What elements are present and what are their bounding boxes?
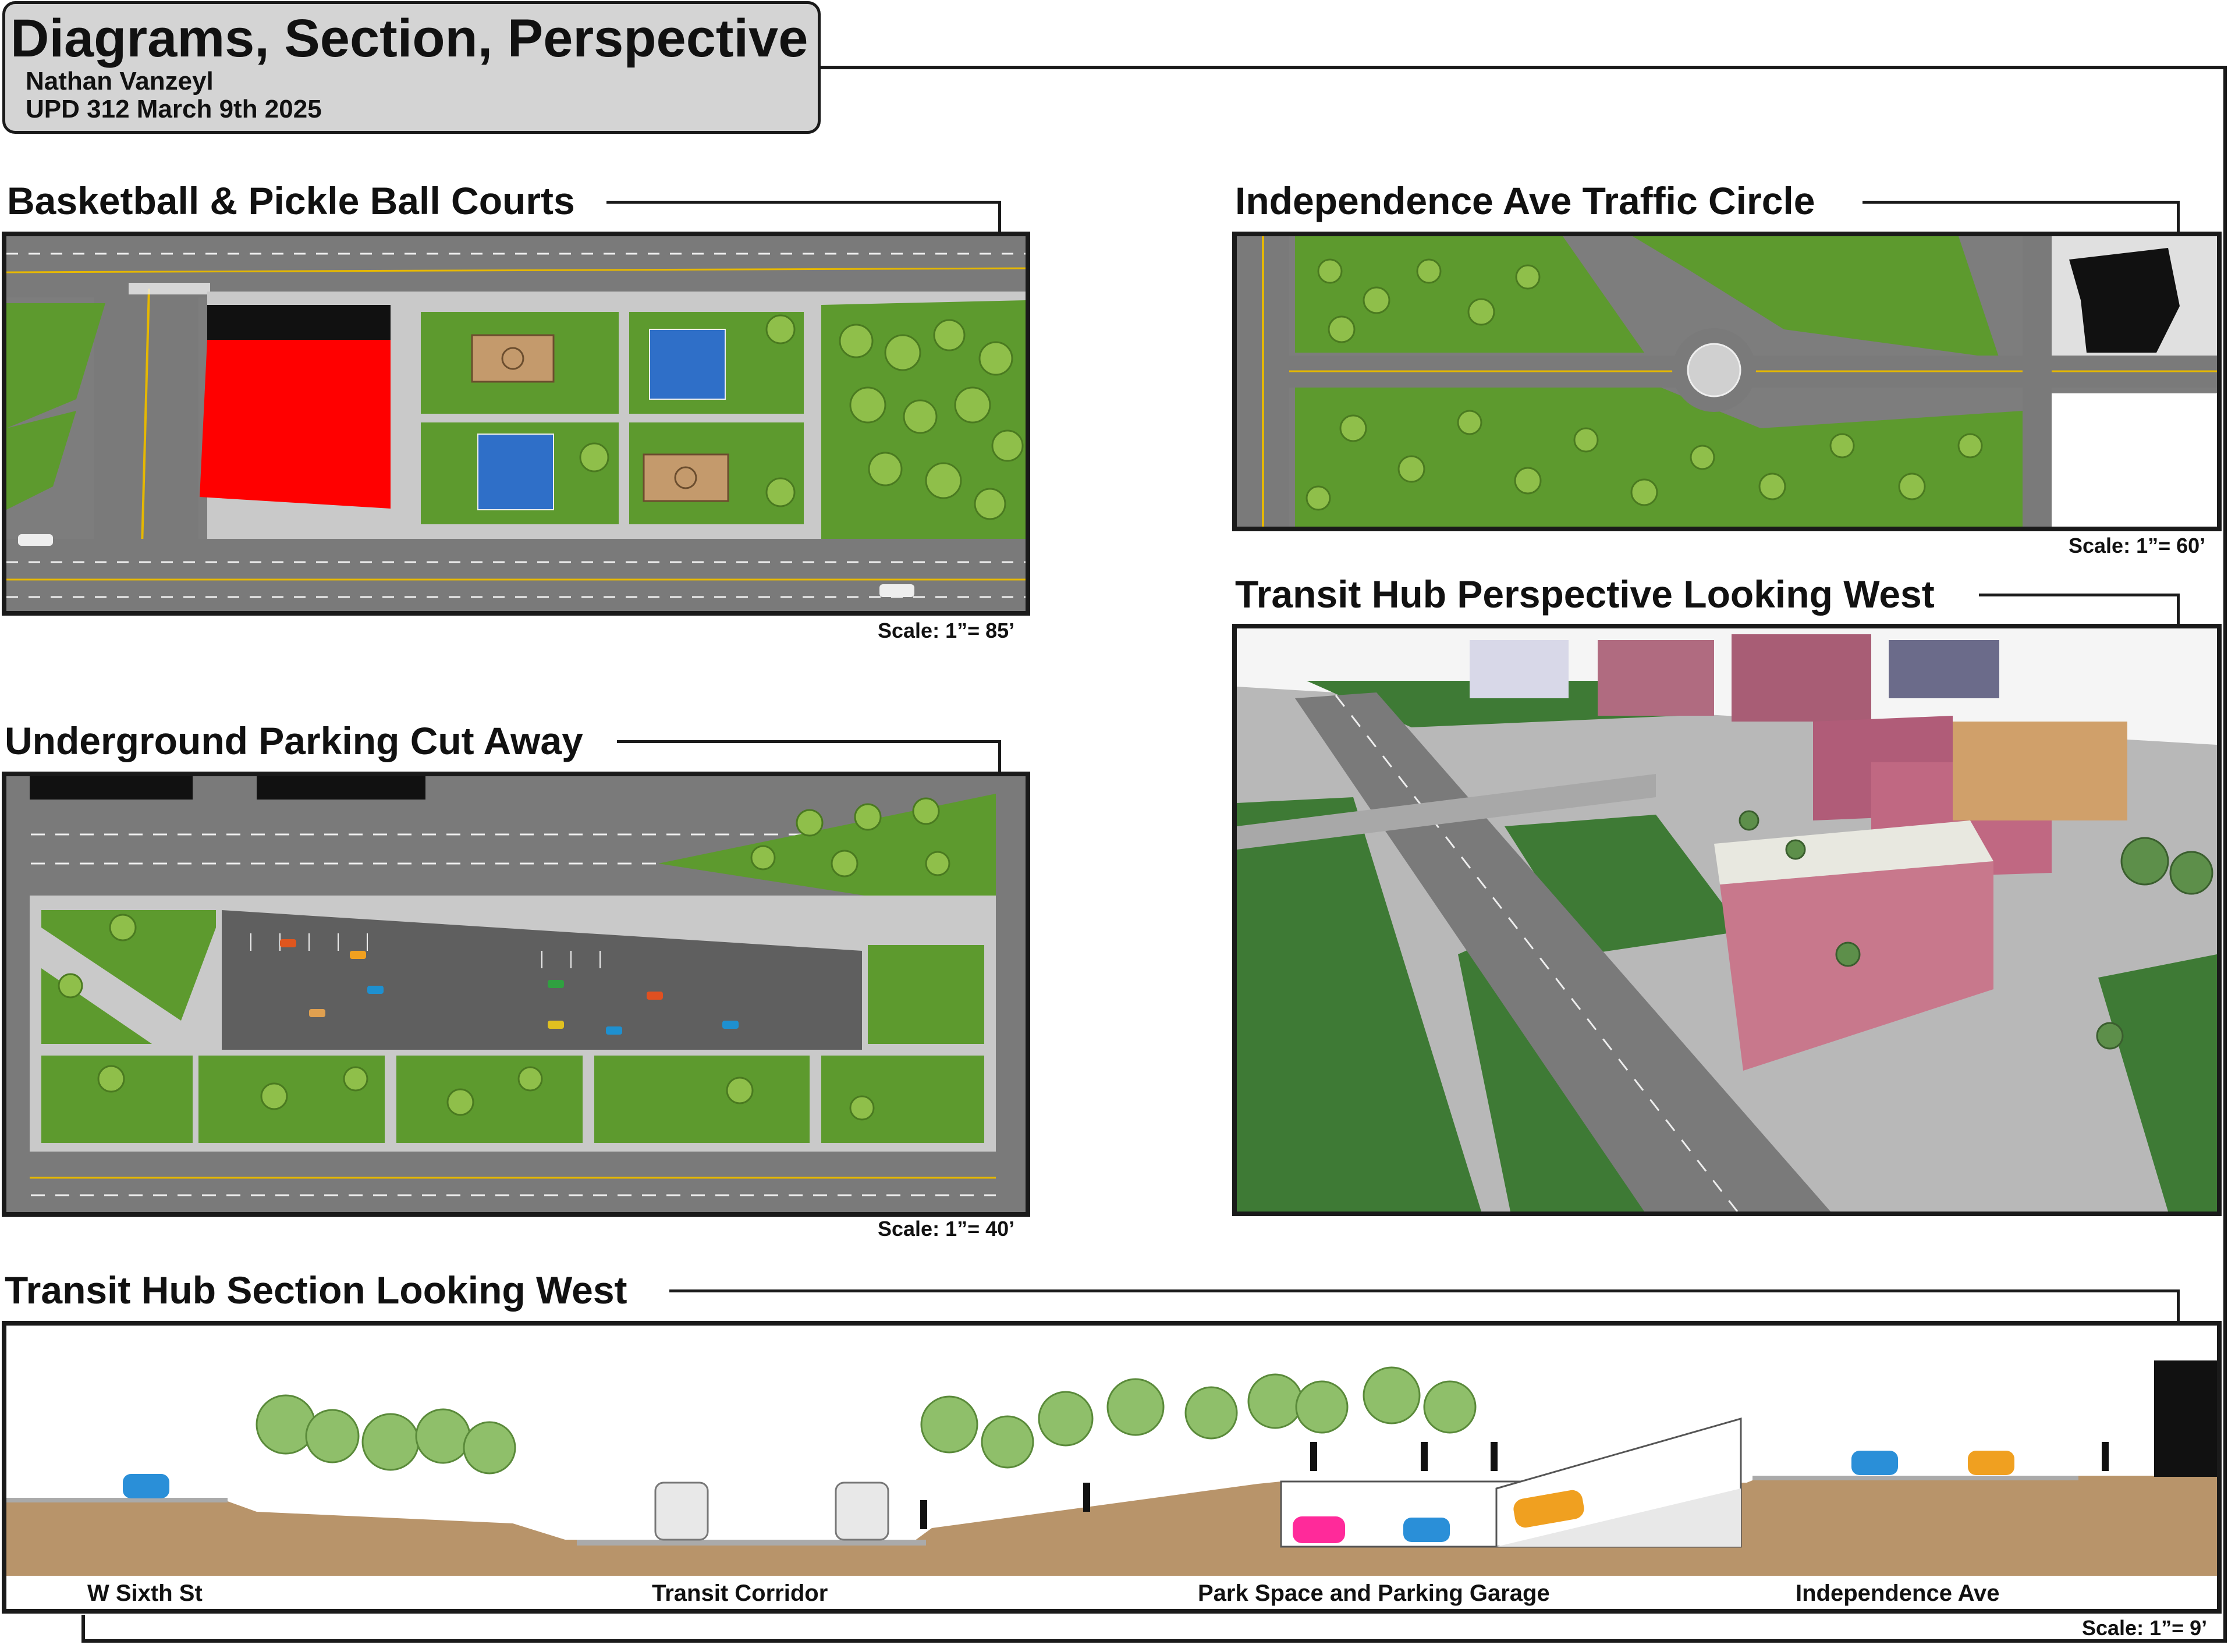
transit-hub-section [2,1321,2222,1614]
section-heading: Transit Hub Section Looking West [5,1269,627,1312]
section-leader-drop [2177,1289,2180,1322]
section-label-w-sixth: W Sixth St [87,1580,203,1606]
courts-leader [606,201,1001,204]
section-label-park-garage: Park Space and Parking Garage [1198,1580,1550,1606]
frame-line-right [2223,66,2227,1643]
frame-line-bottom [81,1639,2227,1643]
parking-leader-drop [998,740,1001,773]
author-name: Nathan Vanzeyl [26,67,214,95]
course-date: UPD 312 March 9th 2025 [26,95,322,123]
courts-scale: Scale: 1”= 85’ [878,619,1015,642]
section-scale: Scale: 1”= 9’ [2082,1616,2208,1640]
parking-scale: Scale: 1”= 40’ [878,1217,1015,1241]
transit-hub-perspective [1232,624,2222,1216]
perspective-leader-drop [2177,594,2180,626]
section-label-independence: Independence Ave [1796,1580,2000,1606]
circle-leader-drop [2177,201,2180,233]
frame-line-top [821,66,2227,69]
circle-leader [1862,201,2180,204]
traffic-circle-site-plan [1232,232,2222,531]
courts-heading: Basketball & Pickle Ball Courts [7,179,575,222]
underground-parking-plan [2,772,1030,1217]
parking-leader [617,740,1001,743]
frame-line-left-tick [81,1615,85,1643]
perspective-leader [1979,594,2180,596]
circle-scale: Scale: 1”= 60’ [2069,534,2206,557]
parking-heading: Underground Parking Cut Away [5,719,583,762]
section-label-transit-corridor: Transit Corridor [652,1580,828,1606]
title-block [2,1,821,134]
circle-heading: Independence Ave Traffic Circle [1235,179,1815,222]
courts-leader-drop [998,201,1001,233]
courts-site-plan [2,232,1030,616]
page-title: Diagrams, Section, Perspective [10,9,808,68]
perspective-heading: Transit Hub Perspective Looking West [1235,573,1935,616]
section-leader [669,1289,2180,1292]
